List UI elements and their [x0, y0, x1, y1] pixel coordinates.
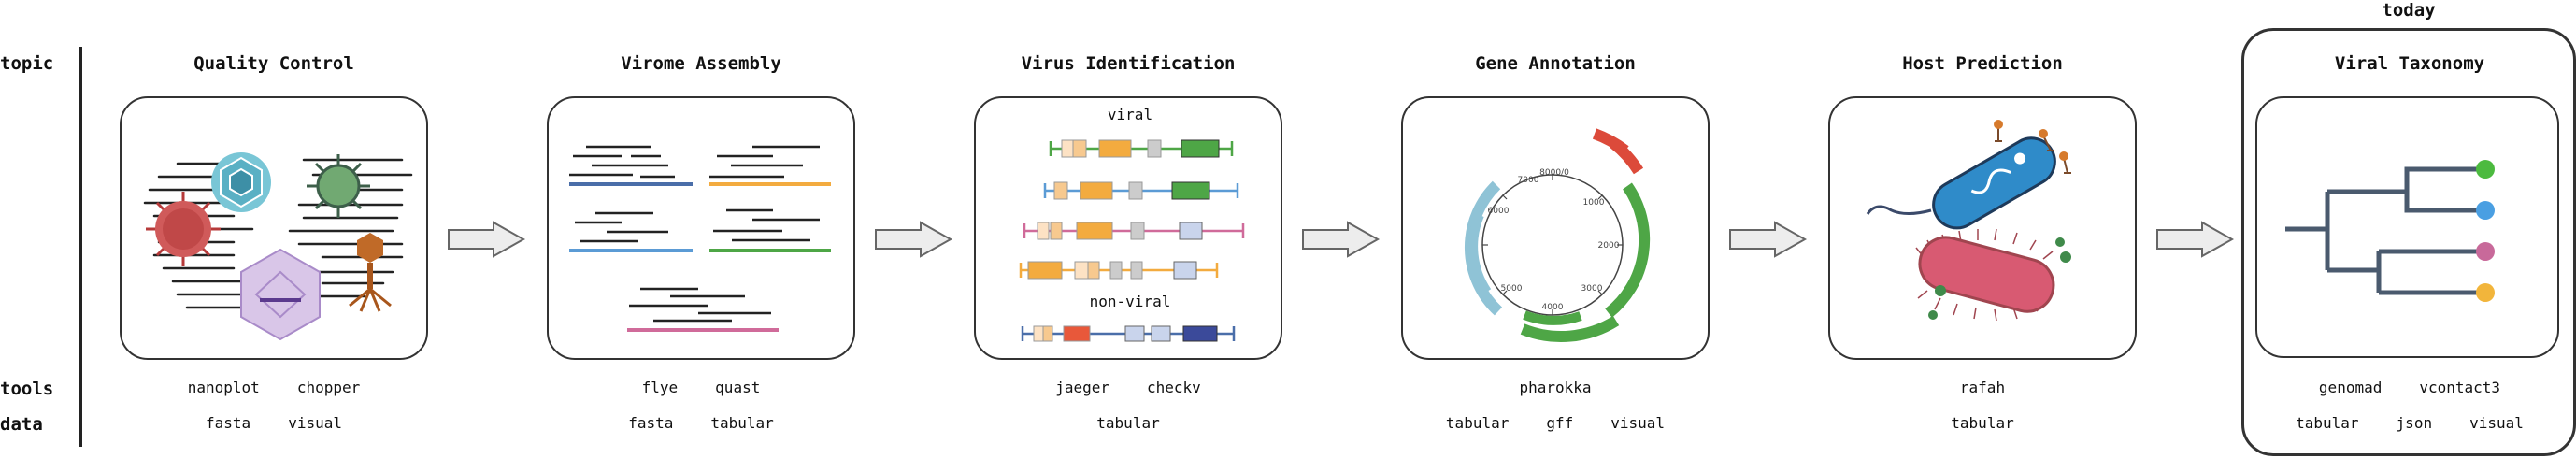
data-tabular: tabular [1096, 414, 1160, 432]
plasmid-tick-5: 5000 [1501, 284, 1523, 294]
genome-track-nonviral [1021, 325, 1236, 342]
flow-arrow-1 [448, 221, 526, 258]
plasmid-tick-3: 3000 [1581, 284, 1603, 294]
phylogenetic-tree [2285, 160, 2495, 302]
tools-virome-assembly: flye quast [542, 379, 860, 396]
data-host-prediction: tabular [1824, 414, 2141, 432]
panel-gene-annotation: 8000/0 1000 2000 3000 4000 5000 6000 700… [1401, 96, 1710, 360]
plasmid-tick-7: 7000 [1518, 176, 1539, 185]
row-label-data: data [0, 414, 43, 435]
tool-nanoplot: nanoplot [187, 379, 260, 396]
panel-host-prediction [1828, 96, 2137, 360]
tool-pharokka: pharokka [1519, 379, 1592, 396]
non-viral-label: non-viral [1089, 293, 1171, 310]
genome-track-3 [1023, 222, 1245, 240]
tools-gene-annotation: pharokka [1396, 379, 1714, 396]
tools-host-prediction: rafah [1824, 379, 2141, 396]
plasmid-map: 8000/0 1000 2000 3000 4000 5000 6000 700… [1464, 128, 1651, 343]
tool-jaeger: jaeger [1055, 379, 1109, 396]
data-gff: gff [1546, 414, 1574, 432]
flow-arrow-3 [1302, 221, 1381, 258]
data-tabular: tabular [1445, 414, 1510, 432]
tools-quality-control: nanoplot chopper [115, 379, 433, 396]
data-visual: visual [2469, 414, 2524, 432]
step-title-quality-control: Quality Control [193, 53, 354, 74]
tools-viral-taxonomy: genomad vcontact3 [2251, 379, 2569, 396]
data-visual: visual [288, 414, 342, 432]
step-title-gene-annotation: Gene Annotation [1475, 53, 1636, 74]
tools-virus-identification: jaeger checkv [969, 379, 1287, 396]
row-label-tools: tools [0, 379, 54, 399]
row-label-topic: topic [0, 53, 54, 74]
data-tabular: tabular [1951, 414, 2014, 432]
tool-vcontact3: vcontact3 [2419, 379, 2501, 396]
data-virus-identification: tabular [969, 414, 1287, 432]
today-highlight-box [2241, 28, 2576, 456]
plasmid-tick-2: 2000 [1598, 241, 1620, 251]
step-title-virus-identification: Virus Identification [1021, 53, 1236, 74]
panel-viral-taxonomy [2255, 96, 2559, 358]
data-fasta: fasta [628, 414, 674, 432]
bacterium-red-icon [1915, 228, 2055, 322]
plasmid-tick-4: 4000 [1542, 303, 1564, 312]
data-json: json [2396, 414, 2433, 432]
panel-quality-control [120, 96, 428, 360]
phage-icon [349, 233, 392, 312]
step-title-viral-taxonomy: Viral Taxonomy [2334, 53, 2485, 74]
row-divider [79, 47, 82, 447]
small-virus-icons [1928, 237, 2071, 320]
flow-arrow-2 [875, 221, 953, 258]
tool-rafah: rafah [1959, 379, 2006, 396]
step-title-host-prediction: Host Prediction [1902, 53, 2063, 74]
data-gene-annotation: tabular gff visual [1396, 414, 1714, 432]
icosahedron-virus-icon [240, 248, 321, 341]
data-quality-control: fasta visual [115, 414, 433, 432]
data-tabular: tabular [710, 414, 774, 432]
genome-track-4 [1019, 261, 1219, 280]
flow-arrow-4 [1729, 221, 1808, 258]
coronavirus-icon [146, 192, 221, 266]
data-fasta: fasta [206, 414, 251, 432]
panel-virus-identification: viral non-viral [974, 96, 1282, 360]
viral-label: viral [1107, 106, 1153, 123]
tool-flye: flye [641, 379, 679, 396]
plasmid-tick-0: 8000/0 [1539, 168, 1569, 178]
data-viral-taxonomy: tabular json visual [2251, 414, 2569, 432]
panel-virome-assembly [547, 96, 855, 360]
plasmid-tick-6: 6000 [1488, 207, 1510, 216]
flow-arrow-5 [2156, 221, 2235, 258]
step-title-virome-assembly: Virome Assembly [621, 53, 781, 74]
tool-genomad: genomad [2318, 379, 2383, 396]
plasmid-tick-1: 1000 [1583, 198, 1605, 208]
data-tabular: tabular [2296, 414, 2359, 432]
tool-quast: quast [715, 379, 761, 396]
data-virome-assembly: fasta tabular [542, 414, 860, 432]
green-virus-icon [307, 154, 370, 218]
today-label: today [2382, 0, 2436, 21]
genome-track-1 [1049, 139, 1234, 158]
bacterium-blue-icon [1866, 136, 2056, 230]
genome-track-2 [1043, 181, 1239, 200]
tool-chopper: chopper [296, 379, 361, 396]
tool-checkv: checkv [1147, 379, 1201, 396]
blue-virus-icon [211, 152, 271, 212]
data-visual: visual [1610, 414, 1666, 432]
